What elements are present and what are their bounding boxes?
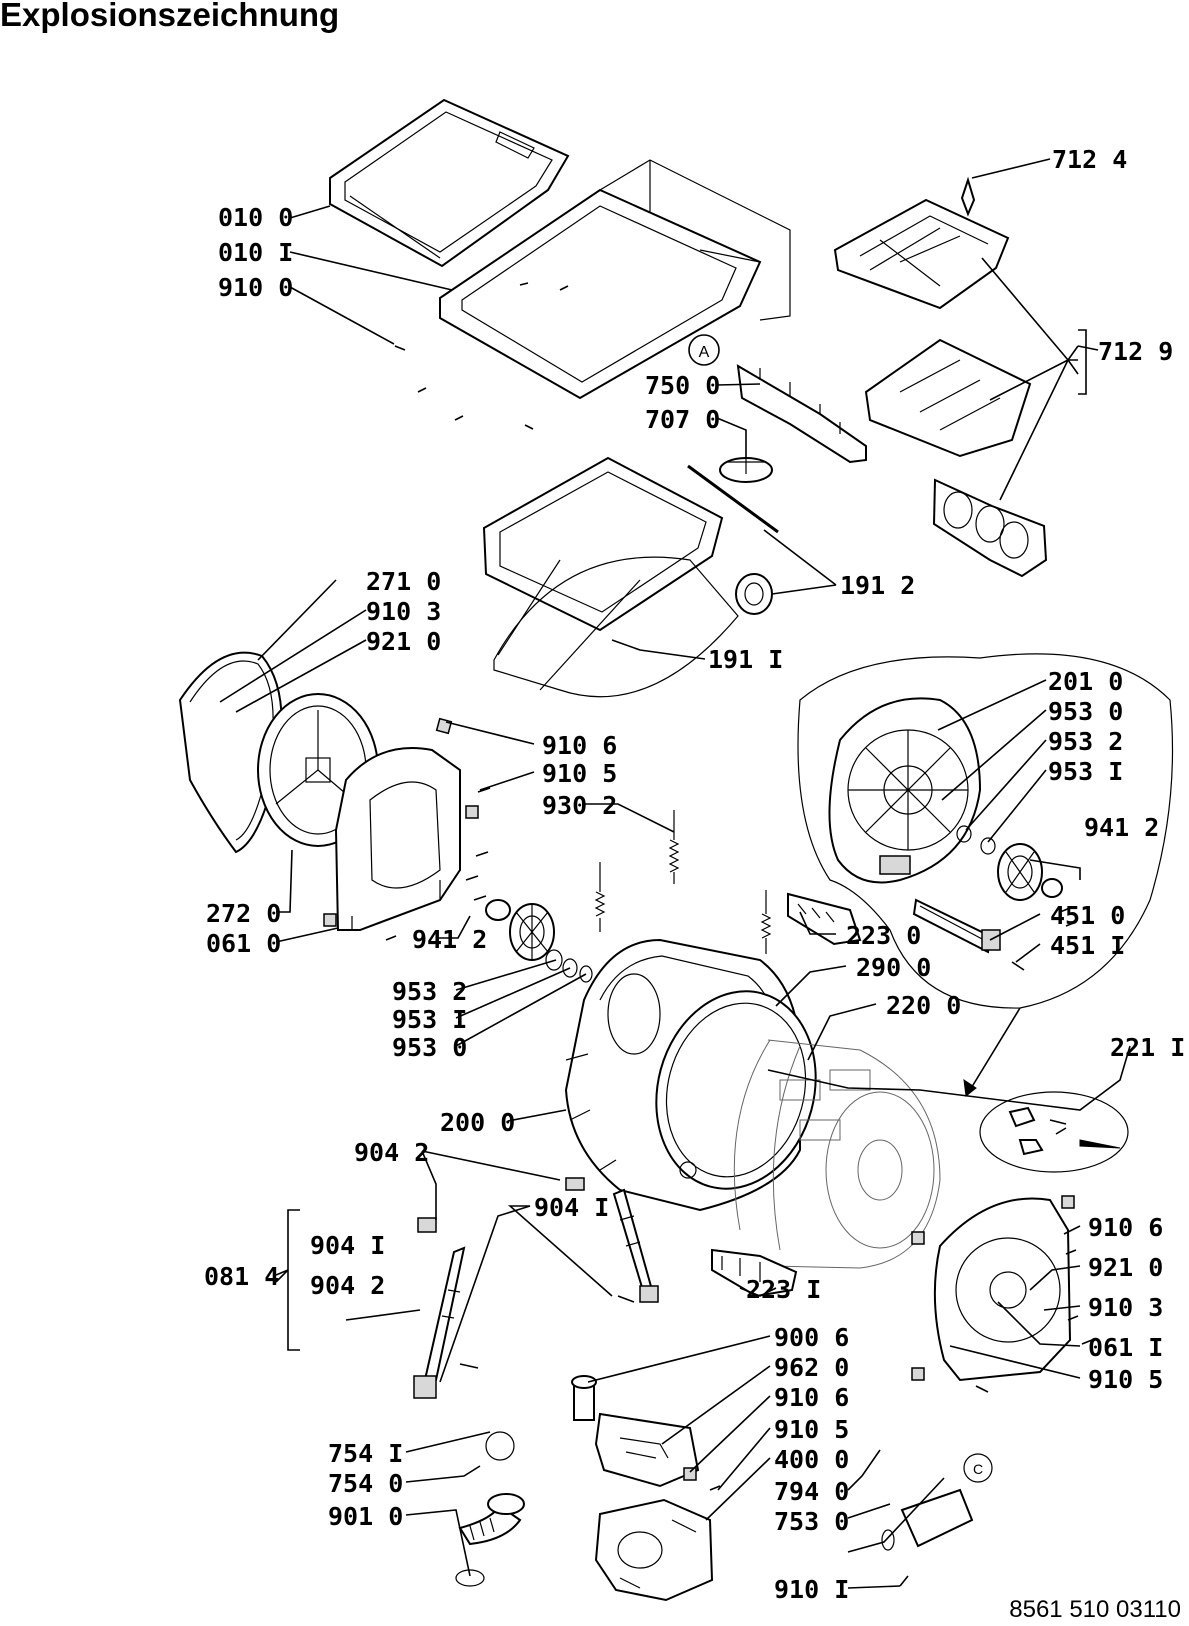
label-9006: 900 6 (774, 1323, 849, 1352)
label-0814: 081 4 (204, 1262, 279, 1291)
pressure-switch-7530-part: C (881, 1453, 993, 1587)
label-0611: 061 I (1088, 1333, 1163, 1362)
clamp-7070-part (719, 457, 773, 483)
label-9103a: 910 3 (366, 597, 441, 626)
drum-rear-2010-part (828, 697, 982, 884)
part-7124 (960, 176, 976, 217)
label-2720: 272 0 (206, 899, 281, 928)
label-9106b: 910 6 (1088, 1213, 1163, 1242)
label-9530l: 953 0 (392, 1033, 467, 1062)
page-title: Explosionszeichnung (0, 0, 340, 33)
label-9042b: 904 2 (310, 1271, 385, 1300)
label-2211: 221 I (1110, 1033, 1185, 1062)
label-1912: 191 2 (840, 571, 915, 600)
label-2710: 271 0 (366, 567, 441, 596)
detergent-drawer-front-part (932, 478, 1048, 578)
label-4000: 400 0 (774, 1445, 849, 1474)
drum-2200-part (733, 1039, 941, 1269)
label-9302: 930 2 (542, 791, 617, 820)
label-7530: 753 0 (774, 1507, 849, 1536)
label-9042a: 904 2 (354, 1138, 429, 1167)
label-1911: 191 I (708, 645, 783, 674)
label-7541: 754 I (328, 1439, 403, 1468)
label-9105c: 910 5 (774, 1415, 849, 1444)
label-9531r: 953 I (1048, 757, 1123, 786)
label-9103b: 910 3 (1088, 1293, 1163, 1322)
tub-front-2000-part (564, 938, 817, 1212)
filter-9006-part (571, 1375, 597, 1421)
label-7940: 794 0 (774, 1477, 849, 1506)
shield-9620-part (594, 1412, 700, 1488)
tub-ring-1911-part (482, 456, 739, 698)
worktop-frame-part (439, 159, 791, 400)
label-2231: 223 I (746, 1275, 821, 1304)
label-7500: 750 0 (645, 371, 720, 400)
label-9106a: 910 6 (542, 731, 617, 760)
label-2900: 290 0 (856, 953, 931, 982)
label-4510: 451 0 (1050, 901, 1125, 930)
hose-7540-part (455, 1431, 525, 1587)
label-9412l: 941 2 (412, 925, 487, 954)
label-9210b: 921 0 (1088, 1253, 1163, 1282)
label-9530r: 953 0 (1048, 697, 1123, 726)
callout-c-text: C (973, 1461, 983, 1477)
detergent-drawer-tray-part (864, 338, 1032, 458)
tub-half-0610-part (334, 747, 461, 931)
label-2200: 220 0 (886, 991, 961, 1020)
label-2000: 200 0 (440, 1108, 515, 1137)
label-9412r: 941 2 (1084, 813, 1159, 842)
label-9041a: 904 I (534, 1193, 609, 1222)
shock-absorber-9042-part (417, 1177, 659, 1303)
label-7129: 712 9 (1098, 337, 1173, 366)
part-1912 (687, 464, 779, 615)
detail-circle (797, 653, 1174, 1097)
label-9041b: 904 I (310, 1231, 385, 1260)
label-9531l: 953 I (392, 1005, 467, 1034)
rings-953-left (545, 949, 593, 983)
label-7540: 754 0 (328, 1469, 403, 1498)
label-0610: 061 0 (206, 929, 281, 958)
label-9620: 962 0 (774, 1353, 849, 1382)
fixings-left (323, 717, 491, 941)
tub-half-0611-part (911, 1195, 1093, 1393)
pulley-9412-left-part (485, 899, 555, 961)
pump-4000-part (594, 1467, 721, 1602)
label-9105a: 910 5 (542, 759, 617, 788)
label-0100: 010 0 (218, 203, 293, 232)
label-9105b: 910 5 (1088, 1365, 1163, 1394)
part-2231 (711, 1248, 798, 1298)
label-7124: 712 4 (1052, 145, 1127, 174)
label-9010: 901 0 (328, 1502, 403, 1531)
label-2010: 201 0 (1048, 667, 1123, 696)
label-7070: 707 0 (645, 405, 720, 434)
bracket-7500-part (736, 364, 867, 464)
baffle-2230-part (787, 892, 862, 946)
label-2230: 223 0 (846, 921, 921, 950)
callout-a-text: A (699, 344, 710, 361)
top-lid-part (329, 98, 570, 268)
detergent-drawer-top-part (833, 198, 1010, 310)
small-parts-2211 (979, 1091, 1129, 1173)
document-number: 8561 510 03110 (1009, 1596, 1181, 1623)
label-9210a: 921 0 (366, 627, 441, 656)
label-4511: 451 I (1050, 931, 1125, 960)
shock-absorber-9041-part (413, 1246, 635, 1399)
label-0101: 010 I (218, 238, 293, 267)
label-9100: 910 0 (218, 273, 293, 302)
screws-9100 (394, 282, 569, 430)
label-9532l: 953 2 (392, 977, 467, 1006)
leader-lines (219, 158, 1131, 1589)
label-9532r: 953 2 (1048, 727, 1123, 756)
callout-a-marker: A (688, 334, 720, 366)
label-9101: 910 I (774, 1575, 849, 1604)
pulley-9412-right-part (956, 825, 1077, 927)
part-labels: 010 0 010 I 910 0 712 4 712 9 750 0 707 … (204, 145, 1185, 1604)
label-9106c: 910 6 (774, 1383, 849, 1412)
